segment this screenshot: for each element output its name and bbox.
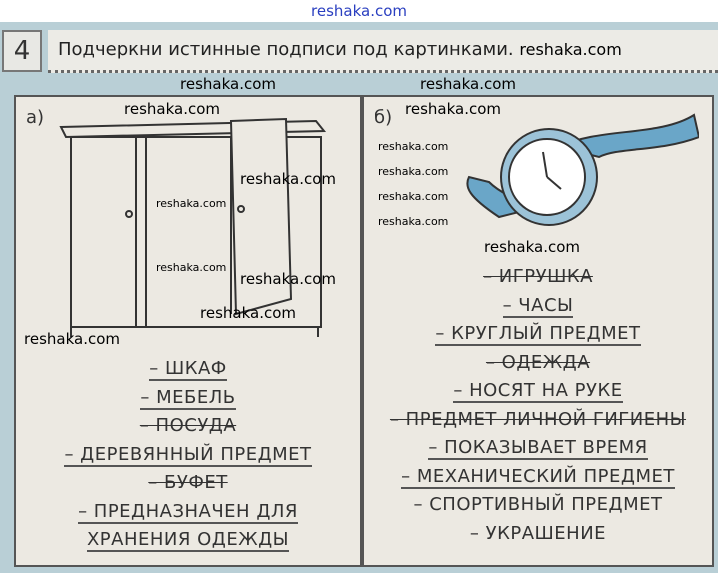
option-jewelry[interactable]: – УКРАШЕНИЕ [469,522,607,544]
panel-b-label: б) [374,107,393,128]
watermark: reshaka.com [420,75,516,93]
option-dishes[interactable]: – ПОСУДА [139,415,237,436]
watermark: reshaka.com [378,190,449,203]
watermark: reshaka.com [240,170,336,188]
watermark: reshaka.com [378,215,449,228]
option-toy[interactable]: – ИГРУШКА [483,266,593,287]
option-for-storing-2[interactable]: ХРАНЕНИЯ ОДЕЖДЫ [86,529,290,552]
wristwatch-picture [466,113,699,226]
watermark: reshaka.com [240,270,336,288]
answer-list-b: – ИГРУШКА – ЧАСЫ – КРУГЛЫЙ ПРЕДМЕТ – ОДЕ… [364,263,712,548]
option-sideboard[interactable]: – БУФЕТ [148,472,228,493]
wardrobe-picture [59,117,327,337]
watermark: reshaka.com [24,330,120,348]
option-round-object[interactable]: – КРУГЛЫЙ ПРЕДМЕТ [435,323,641,346]
watermark: reshaka.com [180,75,276,93]
option-wooden-object[interactable]: – ДЕРЕВЯННЫЙ ПРЕДМЕТ [64,443,312,467]
panel-a: а) – ШКАФ – МЕБЕЛЬ – ПОСУДА – ДЕРЕВЯННЫЙ… [14,95,362,567]
option-furniture[interactable]: – МЕБЕЛЬ [140,386,236,410]
watermark: reshaka.com [484,238,580,256]
panel-a-label: а) [26,107,45,128]
option-clothing[interactable]: – ОДЕЖДА [485,351,591,373]
watermark: reshaka.com [378,140,449,153]
watermark: reshaka.com [405,100,501,118]
watermark: reshaka.com [378,165,449,178]
task-number: 4 [2,30,42,72]
task-instruction: Подчеркни истинные подписи под картинкам… [58,39,514,60]
watermark: reshaka.com [311,2,407,20]
option-mechanical-object[interactable]: – МЕХАНИЧЕСКИЙ ПРЕДМЕТ [401,465,675,489]
answer-list-a: – ШКАФ – МЕБЕЛЬ – ПОСУДА – ДЕРЕВЯННЫЙ ПР… [16,355,360,555]
option-watch[interactable]: – ЧАСЫ [502,294,574,318]
panel-b: б) – ИГРУШКА – ЧАСЫ – КРУГЛЫЙ ПРЕДМЕТ – … [362,95,714,567]
watermark: reshaka.com [200,304,296,322]
option-hygiene-item[interactable]: – ПРЕДМЕТ ЛИЧНОЙ ГИГИЕНЫ [389,408,687,430]
option-sports-item[interactable]: – СПОРТИВНЫЙ ПРЕДМЕТ [413,494,663,515]
watermark: reshaka.com [156,197,227,210]
option-wardrobe[interactable]: – ШКАФ [149,358,227,381]
task-text: Подчеркни истинные подписи под картинкам… [48,30,718,73]
option-worn-on-hand[interactable]: – НОСЯТ НА РУКЕ [453,380,623,403]
watermark: reshaka.com [156,261,227,274]
option-for-storing-1[interactable]: – ПРЕДНАЗНАЧЕН ДЛЯ [78,500,298,524]
watermark: reshaka.com [124,100,220,118]
option-shows-time[interactable]: – ПОКАЗЫВАЕТ ВРЕМЯ [428,437,648,460]
watermark: reshaka.com [519,40,622,59]
